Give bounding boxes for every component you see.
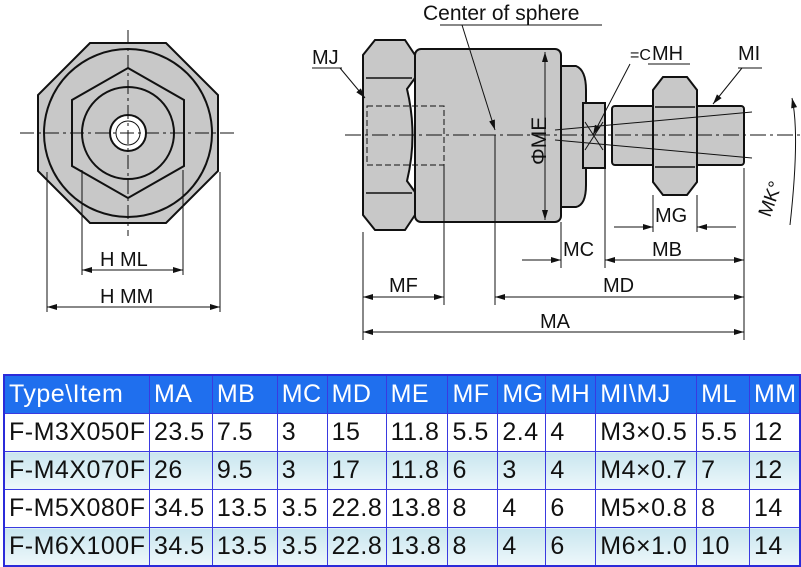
header-type: Type\Item [3, 374, 150, 414]
value-cell: 26 [148, 451, 213, 490]
label-ma: MA [540, 311, 571, 333]
value-cell: 13.8 [385, 527, 449, 567]
value-cell: 7.5 [211, 413, 278, 452]
value-cell: 3 [497, 451, 547, 490]
value-cell: 13.5 [211, 489, 278, 528]
value-cell: 11.8 [385, 451, 449, 490]
value-cell: 5.5 [696, 413, 750, 452]
model-cell: F-M5X080F [3, 489, 150, 528]
value-cell: 4 [497, 489, 547, 528]
flange [555, 65, 587, 208]
model-cell: F-M4X070F [3, 451, 150, 490]
header-ma: MA [148, 374, 213, 414]
wrench-icon: =C [630, 47, 651, 64]
value-cell: 23.5 [148, 413, 213, 452]
label-mc: MC [563, 239, 594, 261]
value-cell: 3.5 [276, 527, 328, 567]
side-view [312, 24, 800, 340]
value-cell: M3×0.5 [595, 413, 698, 452]
model-cell: F-M3X050F [3, 413, 150, 452]
label-mk: MK° [755, 179, 787, 220]
label-mj: MJ [312, 47, 339, 69]
value-cell: 13.8 [385, 489, 449, 528]
header-me: ME [385, 374, 449, 414]
value-cell: 4 [497, 527, 547, 567]
label-h-ml: H ML [100, 249, 148, 271]
value-cell: 12 [748, 413, 801, 452]
model-cell: F-M6X100F [3, 527, 150, 567]
value-cell: 14 [748, 489, 801, 528]
value-cell: 10 [696, 527, 750, 567]
label-mi: MI [738, 43, 760, 65]
value-cell: 13.5 [211, 527, 278, 567]
header-ml: ML [696, 374, 750, 414]
value-cell: 22.8 [326, 489, 387, 528]
value-cell: M5×0.8 [595, 489, 698, 528]
value-cell: 6 [545, 489, 597, 528]
value-cell: 17 [326, 451, 387, 490]
value-cell: 9.5 [211, 451, 278, 490]
value-cell: M4×0.7 [595, 451, 698, 490]
value-cell: 8 [447, 527, 499, 567]
value-cell: 4 [545, 413, 597, 452]
technical-drawing: H ML H MM [20, 2, 800, 340]
value-cell: 7 [696, 451, 750, 490]
value-cell: 34.5 [148, 527, 213, 567]
value-cell: 15 [326, 413, 387, 452]
label-mf: MF [389, 275, 418, 297]
value-cell: 3.5 [276, 489, 328, 528]
value-cell: 11.8 [385, 413, 449, 452]
value-cell: 6 [545, 527, 597, 567]
header-md: MD [326, 374, 387, 414]
header-mm: MM [748, 374, 801, 414]
value-cell: 3 [276, 451, 328, 490]
value-cell: 3 [276, 413, 328, 452]
value-cell: 22.8 [326, 527, 387, 567]
value-cell: M6×1.0 [595, 527, 698, 567]
value-cell: 14 [748, 527, 801, 567]
value-cell: 8 [447, 489, 499, 528]
value-cell: 6 [447, 451, 499, 490]
header-mi-mj: MI\MJ [595, 374, 698, 414]
value-cell: 34.5 [148, 489, 213, 528]
lock-nut [652, 76, 698, 196]
value-cell: 2.4 [497, 413, 547, 452]
value-cell: 12 [748, 451, 801, 490]
label-md: MD [603, 275, 634, 297]
value-cell: 5.5 [447, 413, 499, 452]
left-hex-nut [362, 39, 416, 231]
table-header-row: Type\Item MA MB MC MD ME MF MG MH MI\MJ … [3, 374, 801, 414]
spec-table: Type\Item MA MB MC MD ME MF MG MH MI\MJ … [3, 374, 801, 567]
label-mg: MG [655, 205, 687, 227]
header-mb: MB [211, 374, 278, 414]
header-mg: MG [497, 374, 547, 414]
label-mb: MB [652, 239, 682, 261]
value-cell: 8 [696, 489, 750, 528]
label-mh: MH [652, 43, 683, 65]
center-of-sphere-label: Center of sphere [423, 2, 579, 25]
label-me: ΦME [528, 117, 551, 165]
header-mf: MF [447, 374, 499, 414]
label-h-mm: H MM [100, 286, 153, 308]
value-cell: 4 [545, 451, 597, 490]
header-mh: MH [545, 374, 597, 414]
front-view [20, 30, 236, 312]
header-mc: MC [276, 374, 328, 414]
